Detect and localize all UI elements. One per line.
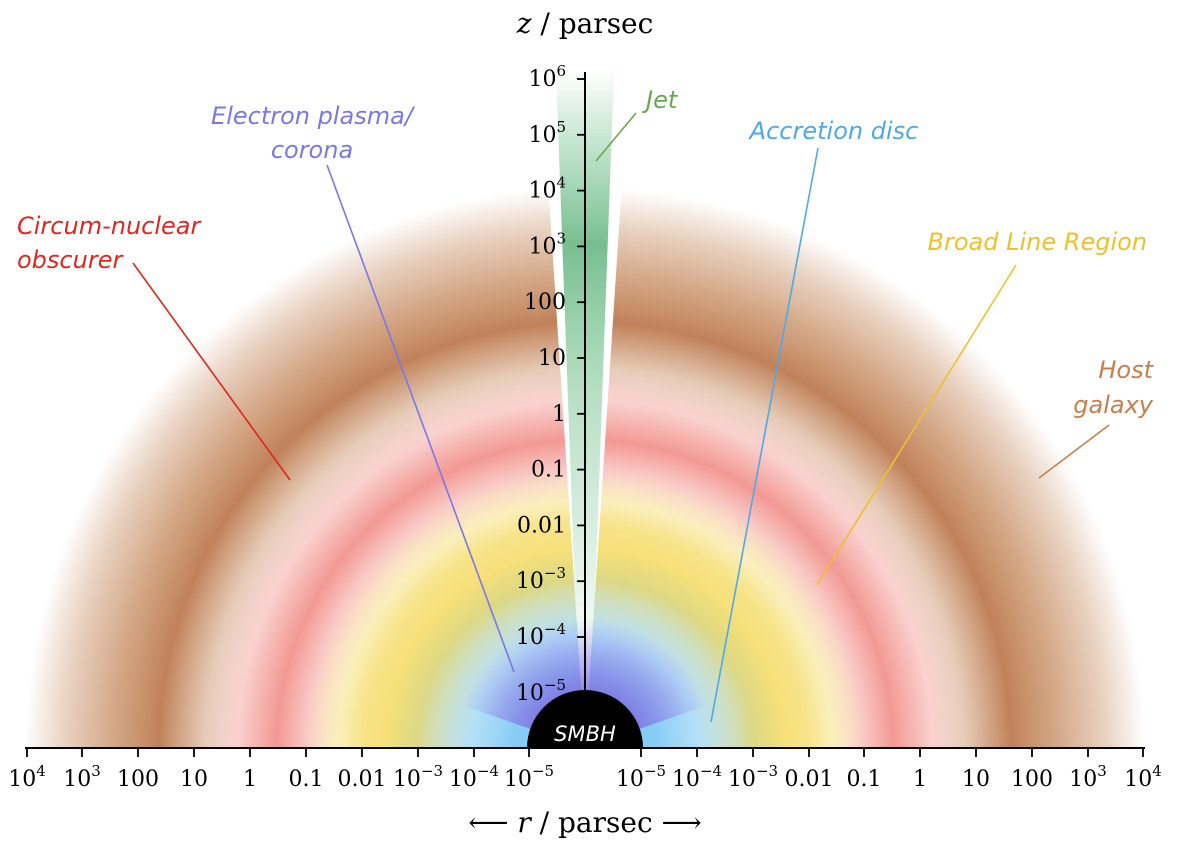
r-tick-label: 0.01 (785, 767, 834, 792)
host-leader (1038, 424, 1110, 479)
r-tick-label: 1 (913, 767, 927, 792)
r-tick-label: 0.1 (847, 767, 882, 792)
host-label-line2: galaxy (1073, 391, 1154, 419)
z-tick-label: 104 (528, 174, 566, 204)
r-tick-label: 10−3 (393, 762, 443, 792)
r-axis-title: ⟵ r / parsec ⟶ (468, 806, 701, 839)
jet-leader (595, 112, 637, 162)
r-tick-label: 103 (1069, 762, 1107, 792)
electron-label-line1: Electron plasma/ (211, 102, 416, 130)
r-tick-label: 10 (180, 767, 208, 792)
r-tick-label: 0.1 (289, 767, 324, 792)
z-axis-ticks: 106 105 104 103 100 10 1 0.1 0.01 10−3 10−4 10−5 (516, 62, 585, 706)
host-label-line1: Host (1098, 356, 1154, 384)
z-tick-label: 0.1 (531, 458, 566, 483)
z-axis-title: z / parsec (516, 7, 654, 40)
obscurer-label-line2: obscurer (17, 246, 124, 274)
electron-leader (326, 164, 515, 673)
z-tick-label: 0.01 (517, 513, 566, 538)
accretion-label: Accretion disc (748, 117, 919, 145)
r-tick-label: 103 (63, 762, 101, 792)
blr-label: Broad Line Region (928, 228, 1147, 256)
accretion-leader (710, 147, 819, 723)
r-tick-label: 100 (1011, 767, 1053, 792)
z-tick-label: 10−3 (516, 564, 566, 594)
blr-leader (816, 264, 1017, 586)
r-tick-label: 10−4 (449, 762, 499, 792)
r-tick-label: 104 (8, 762, 46, 792)
obscurer-label-line1: Circum-nuclear (17, 212, 202, 240)
z-tick-label: 100 (524, 290, 566, 315)
r-tick-label: 0.01 (338, 767, 387, 792)
z-tick-label: 106 (528, 62, 566, 92)
r-tick-label: 10−3 (728, 762, 778, 792)
r-tick-label: 10 (962, 767, 990, 792)
jet-label: Jet (642, 86, 679, 114)
z-tick-label: 105 (528, 118, 566, 148)
r-tick-label: 10−5 (616, 762, 666, 792)
z-tick-label: 10−4 (516, 620, 566, 650)
r-tick-label: 10−5 (504, 762, 554, 792)
r-tick-label: 1 (243, 767, 257, 792)
r-tick-label: 10−4 (672, 762, 722, 792)
r-tick-label: 100 (117, 767, 159, 792)
z-tick-label: 103 (528, 229, 566, 259)
z-tick-label: 1 (552, 402, 566, 427)
electron-label-line2: corona (271, 136, 353, 164)
obscurer-leader (132, 262, 291, 481)
z-tick-label: 10 (538, 346, 566, 371)
r-tick-label: 104 (1124, 762, 1162, 792)
z-tick-label: 10−5 (516, 676, 566, 706)
